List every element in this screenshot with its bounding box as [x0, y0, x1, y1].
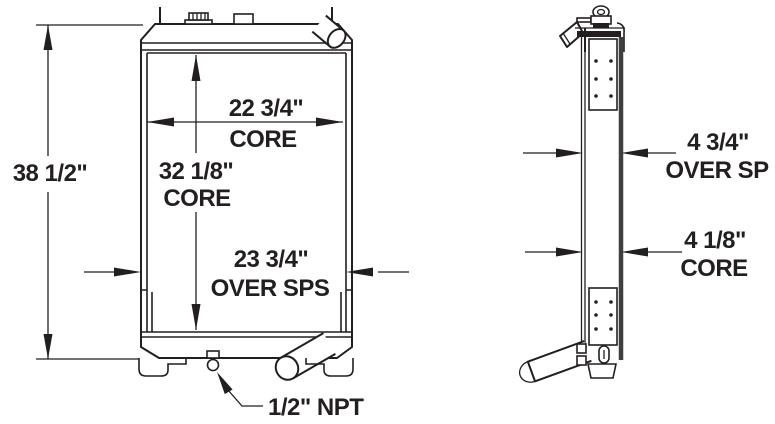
arrow-up-icon: [43, 25, 53, 50]
arrow-up-icon: [191, 55, 201, 81]
over-sps-value: 23 3/4": [234, 246, 309, 273]
drain-fitting-label: 1/2" NPT: [268, 394, 364, 421]
core-width-label: CORE: [229, 126, 297, 153]
over-sp-value: 4 3/4": [687, 129, 749, 156]
side-outlet-pipe: [518, 340, 592, 383]
arrow-left-icon: [147, 117, 174, 127]
side-core-edge: [580, 37, 586, 360]
dim-overall-height: 38 1/2": [13, 24, 143, 360]
upper-mounting-bracket: [588, 38, 618, 111]
lower-mounting-bracket: [588, 287, 618, 346]
top-tank-band: [141, 42, 352, 54]
side-view: [518, 5, 625, 383]
core-width-value: 22 3/4": [229, 95, 304, 122]
arrow-left-icon: [621, 148, 648, 158]
mounting-foot-left: [138, 358, 187, 377]
dim-over-side-pieces: 23 3/4" OVER SPS: [84, 246, 409, 302]
over-sp-label: OVER SP: [665, 157, 769, 184]
side-piece-right: [340, 53, 352, 332]
dim-core-height: 32 1/8" CORE: [159, 55, 234, 330]
filler-cap-icon: [184, 12, 213, 25]
side-filler-cap-icon: [576, 5, 612, 28]
arrow-up-left-icon: [217, 372, 233, 395]
outlet-pipe: [274, 332, 336, 381]
arrow-right-icon: [114, 267, 141, 277]
arrow-left-icon: [346, 267, 373, 277]
dim-core-depth: 4 1/8" CORE: [525, 227, 749, 282]
over-sps-label: OVER SPS: [211, 275, 330, 302]
front-view: [138, 7, 354, 381]
drain-callout: 1/2" NPT: [217, 372, 365, 421]
arrow-down-icon: [191, 304, 201, 330]
arrow-right-icon: [556, 148, 583, 158]
side-bottom-assembly: [576, 343, 617, 379]
corner-bracket-right: [616, 22, 625, 52]
arrow-right-icon: [556, 247, 583, 257]
core-depth-label: CORE: [680, 255, 748, 282]
arrow-right-icon: [316, 117, 343, 127]
core-height-value: 32 1/8": [159, 158, 234, 185]
leader-line: [227, 389, 263, 407]
mounting-foot-right: [305, 358, 354, 377]
core-height-label: CORE: [163, 185, 231, 212]
side-foot: [587, 363, 617, 379]
core-depth-value: 4 1/8": [684, 227, 746, 254]
inlet-pipe: [311, 14, 347, 49]
dim-core-width: 22 3/4" CORE: [147, 95, 343, 153]
side-piece-left: [141, 53, 153, 332]
dim-over-side-plates: 4 3/4" OVER SP: [523, 129, 770, 184]
side-top-band: [577, 31, 621, 37]
arrow-left-icon: [621, 247, 648, 257]
overall-height-value: 38 1/2": [13, 160, 88, 187]
top-bracket: [233, 13, 254, 25]
drain-plug: [206, 350, 220, 372]
arrow-down-icon: [43, 334, 53, 359]
